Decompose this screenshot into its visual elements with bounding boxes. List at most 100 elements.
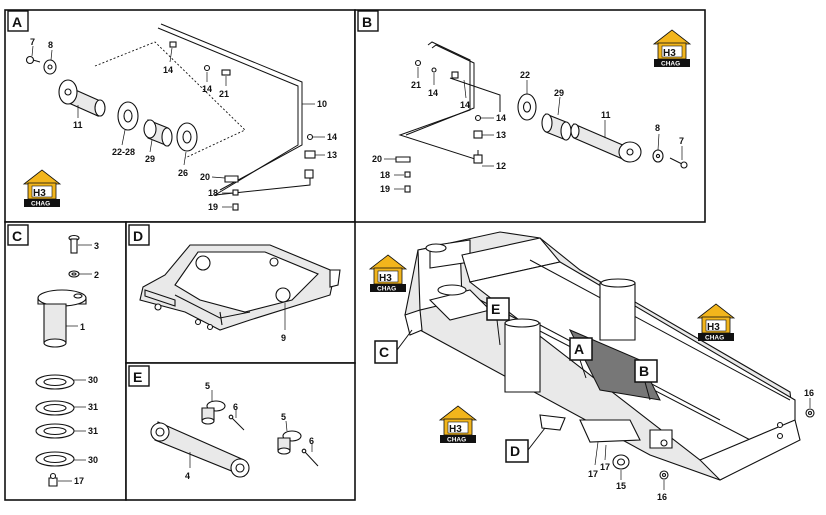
label-a-20: 20: [200, 172, 210, 182]
label-a-14c: 14: [327, 132, 337, 142]
grease-nipple-part[interactable]: [48, 472, 58, 487]
label-c-31a: 31: [88, 402, 98, 412]
link-part[interactable]: [150, 421, 250, 478]
panel-b-letter: B: [362, 14, 372, 30]
label-e-6a: 6: [233, 402, 238, 412]
logo-badge: H3 CHAG: [369, 254, 407, 293]
label-b-19: 19: [380, 184, 390, 194]
label-a-11: 11: [73, 120, 83, 130]
frame-assembly[interactable]: [404, 231, 801, 481]
label-b-8: 8: [655, 123, 660, 133]
logo-caption: CHAG: [447, 437, 466, 444]
logo-caption: CHAG: [705, 335, 724, 342]
panel-c-badge: [7, 224, 29, 246]
panel-a: A 7 8 11 22-28: [4, 9, 356, 223]
label-c-1: 1: [80, 322, 85, 332]
panel-e-badge: [128, 365, 150, 387]
svg-text:E: E: [491, 301, 500, 317]
flanged-pin-part[interactable]: [37, 289, 87, 348]
panel-a-badge: [7, 10, 29, 32]
clamp-part[interactable]: [395, 156, 411, 193]
screw-part[interactable]: [68, 234, 80, 254]
nut-part[interactable]: [659, 470, 669, 480]
callout-a[interactable]: A: [569, 337, 593, 361]
seal-part[interactable]: [517, 93, 537, 121]
cotter-pin-part[interactable]: [228, 414, 245, 431]
callout-e[interactable]: E: [486, 297, 510, 321]
washer-part[interactable]: [68, 270, 80, 278]
spacer-part[interactable]: [117, 101, 139, 131]
label-d-9: 9: [281, 333, 286, 343]
shim-part[interactable]: [35, 451, 75, 467]
pin-part[interactable]: [201, 400, 226, 425]
label-a-10: 10: [317, 99, 327, 109]
spacer-part[interactable]: [35, 423, 75, 439]
pin-part[interactable]: [570, 123, 642, 163]
clamp-part[interactable]: [224, 175, 239, 211]
label-b-14b: 14: [460, 100, 470, 110]
fitting-part[interactable]: [414, 59, 459, 79]
label-e-5b: 5: [281, 412, 286, 422]
panel-e-letter: E: [133, 369, 142, 385]
washer-part[interactable]: [612, 454, 630, 470]
pin-part[interactable]: [58, 79, 106, 117]
logo-letters: H3: [33, 188, 46, 199]
label-b-13: 13: [496, 130, 506, 140]
nut-part[interactable]: [805, 408, 815, 418]
panel-d-badge: [128, 224, 150, 246]
label-a-29: 29: [145, 154, 155, 164]
panel-d-letter: D: [133, 228, 143, 244]
label-a-18: 18: [208, 188, 218, 198]
label-main-17b: 17: [600, 462, 610, 472]
panel-b: B 21 14 14 22 29: [354, 9, 706, 223]
washer-part[interactable]: [652, 149, 664, 163]
callout-c[interactable]: C: [374, 340, 398, 364]
label-e-5a: 5: [205, 381, 210, 391]
nipple-part[interactable]: [473, 114, 483, 164]
label-a-21: 21: [219, 89, 229, 99]
cotter-pin-part[interactable]: [301, 448, 319, 467]
label-b-18: 18: [380, 170, 390, 180]
pin-part[interactable]: [277, 430, 302, 455]
seal-part[interactable]: [176, 122, 198, 152]
label-b-7: 7: [679, 136, 684, 146]
label-main-16a: 16: [804, 388, 814, 398]
bushing-part[interactable]: [541, 113, 572, 141]
logo-caption: CHAG: [661, 61, 680, 68]
label-a-26: 26: [178, 168, 188, 178]
shim-part[interactable]: [35, 374, 75, 390]
label-b-22: 22: [520, 70, 530, 80]
panel-d: D 9: [125, 221, 356, 364]
bushing-part[interactable]: [143, 119, 173, 147]
crossmember-part[interactable]: [139, 244, 341, 331]
bolt-part[interactable]: [669, 157, 688, 169]
panel-b-badge: [357, 10, 379, 32]
label-a-13: 13: [327, 150, 337, 160]
label-c-3: 3: [94, 241, 99, 251]
label-a-19: 19: [208, 202, 218, 212]
callout-b[interactable]: B: [634, 359, 658, 383]
label-b-21: 21: [411, 80, 421, 90]
logo-letters: H3: [449, 424, 462, 435]
label-c-30b: 30: [88, 455, 98, 465]
callout-d[interactable]: D: [505, 439, 529, 463]
label-a-8: 8: [48, 40, 53, 50]
label-b-20: 20: [372, 154, 382, 164]
fitting-part[interactable]: [169, 41, 231, 76]
nipple-part[interactable]: [304, 133, 316, 179]
label-e-4: 4: [185, 471, 190, 481]
svg-text:A: A: [574, 341, 584, 357]
label-b-11: 11: [601, 110, 611, 120]
logo-letters: H3: [707, 322, 720, 333]
logo-caption: CHAG: [31, 201, 50, 208]
washer-part[interactable]: [43, 59, 57, 75]
label-c-17: 17: [74, 476, 84, 486]
bolt-part[interactable]: [25, 55, 41, 65]
label-c-30a: 30: [88, 375, 98, 385]
spacer-part[interactable]: [35, 400, 75, 416]
logo-badge: H3 CHAG: [697, 303, 735, 342]
svg-text:C: C: [379, 344, 389, 360]
logo-letters: H3: [663, 48, 676, 59]
